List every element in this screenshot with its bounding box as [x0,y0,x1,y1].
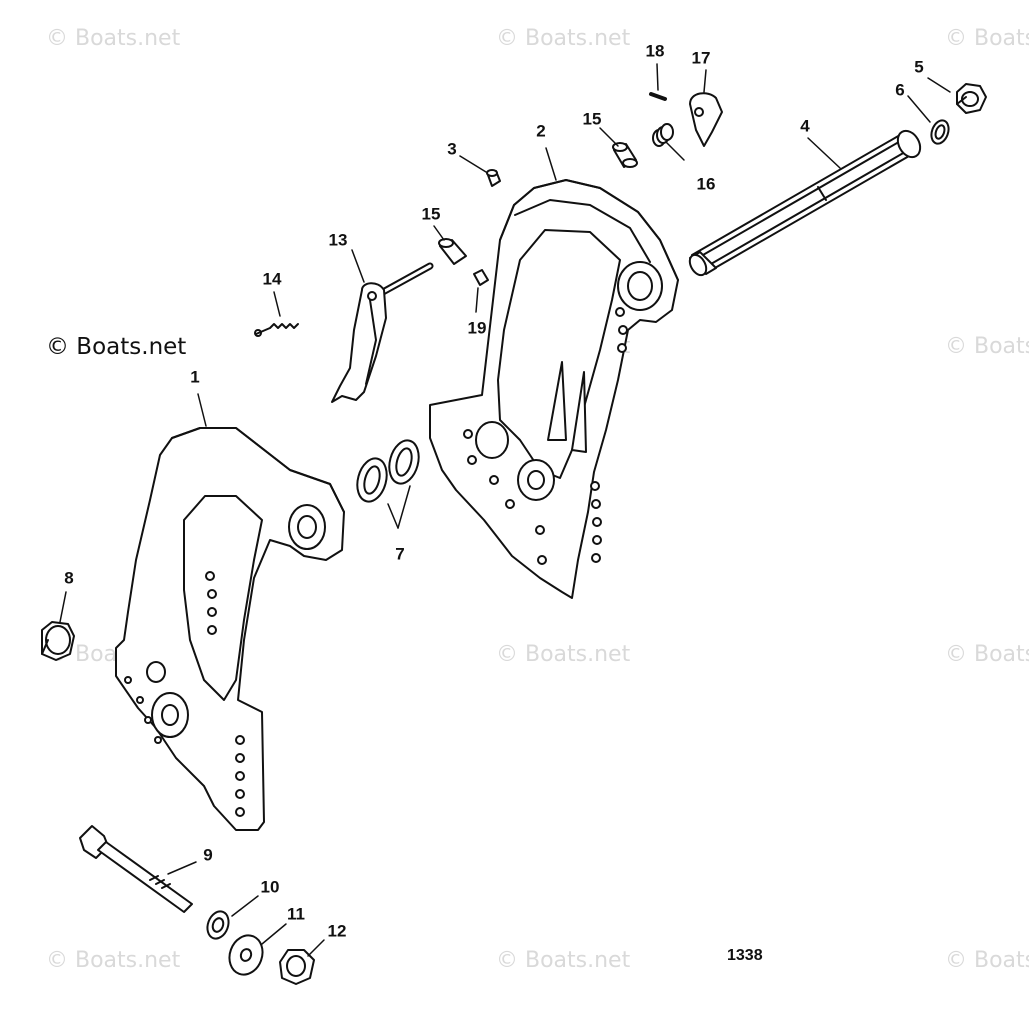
transom-bracket [115,427,345,831]
wave-washers [356,439,420,503]
flat-washer [228,934,264,976]
callout-label: 8 [64,568,74,588]
roll-pin [649,92,667,101]
watermark: © Boats.net [496,948,631,973]
callout-label: 3 [447,139,457,159]
lock-spring [652,123,674,147]
callout-label: 11 [287,904,305,924]
shaft-nut [956,83,987,114]
callout-label: 10 [260,877,280,897]
lock-lever [689,92,723,147]
grease-fitting [486,169,501,187]
callout-label: 13 [328,230,348,250]
callout-label: 2 [536,121,546,141]
callout-label: 15 [421,204,441,224]
callout-label: 19 [467,318,487,338]
callout-label: 6 [895,80,905,100]
pivot-shaft [688,129,922,277]
watermark: © Boats.net [945,334,1029,359]
lever-spring [254,323,299,337]
lock-nut [279,949,315,985]
watermark: © Boats.net [945,26,1029,51]
watermark: © Boats.net [496,26,631,51]
copyright-label: © Boats.net [46,334,187,360]
callout-label: 18 [645,41,665,61]
bracket-nut [41,621,75,661]
stud [473,269,489,286]
callout-label: 17 [691,48,711,68]
watermark: © Boats.net [46,948,181,973]
watermark: © Boats.net [945,948,1029,973]
callout-label: 16 [696,174,716,194]
bushing-lower [438,238,467,265]
swivel-bracket [429,179,679,599]
watermark: © Boats.net [46,26,181,51]
callout-label: 5 [914,57,924,77]
tilt-bolt [79,825,193,913]
diagram-number: 1338 [727,947,763,964]
leader-lines [59,63,951,957]
callout-label: 4 [800,116,810,136]
callout-label: 12 [327,921,347,941]
callout-label: 15 [582,109,602,129]
callout-label: 9 [203,845,213,865]
watermark: © Boats.net [496,642,631,667]
callout-label: 7 [395,544,405,564]
watermark: © Boats.net [945,642,1029,667]
tilt-lock-lever [331,262,434,403]
shaft-washer [930,119,950,145]
callout-label: 1 [190,367,200,387]
bolt-washer [206,910,230,940]
callout-label: 14 [262,269,282,289]
bushing-upper [612,142,638,168]
